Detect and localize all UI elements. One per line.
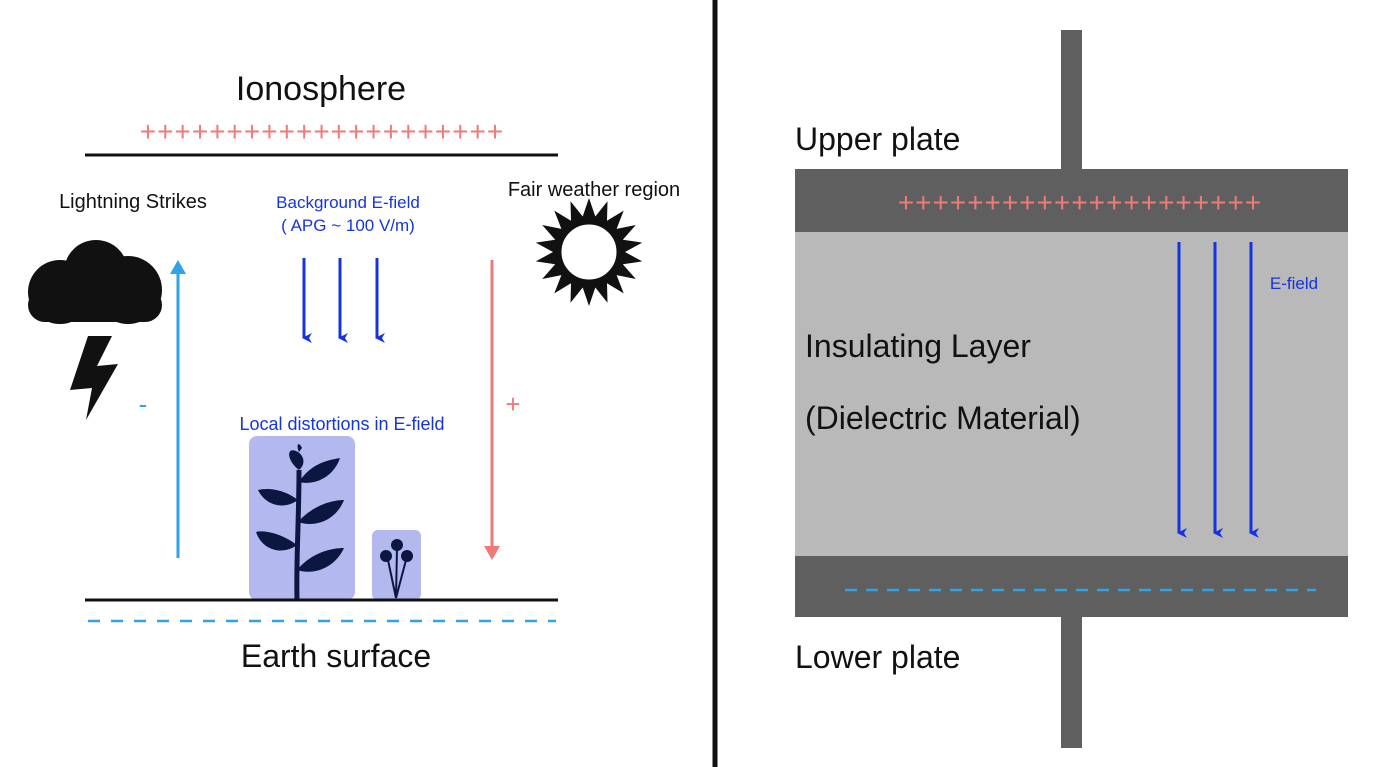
ionosphere-label: Ionosphere — [236, 70, 406, 108]
earth-label: Earth surface — [241, 638, 431, 674]
flower-icon — [380, 539, 413, 599]
lower-plate-label: Lower plate — [795, 639, 960, 675]
background-field-label: Background E-field — [276, 193, 420, 212]
lightning-current-arrow — [170, 260, 186, 558]
upper-plate-label: Upper plate — [795, 121, 960, 157]
lower-plate — [795, 556, 1348, 617]
plant-icon — [256, 444, 344, 601]
apg-label: ( APG ~ 100 V/m) — [281, 216, 415, 235]
negative-sign: - — [139, 389, 148, 419]
upper-plate-charges: +++++++++++++++++++++ — [898, 187, 1262, 218]
capacitor-field-arrows — [1177, 242, 1259, 538]
left-panel: Ionosphere +++++++++++++++++++++ Lightni… — [28, 70, 680, 674]
lower-terminal — [1061, 614, 1082, 748]
fair-weather-label: Fair weather region — [508, 179, 680, 201]
fair-weather-current-arrow — [484, 260, 500, 560]
upper-terminal — [1061, 30, 1082, 172]
sun-icon — [535, 198, 643, 306]
efield-label: E-field — [1270, 274, 1318, 293]
local-distortion-label: Local distortions in E-field — [239, 414, 444, 434]
lightning-bolt-icon — [70, 336, 118, 420]
dielectric-layer — [795, 232, 1348, 556]
dielectric-material-label: (Dielectric Material) — [805, 400, 1081, 436]
positive-sign: + — [505, 389, 520, 419]
ionosphere-charges: +++++++++++++++++++++ — [140, 116, 504, 147]
background-field-arrows — [302, 258, 385, 343]
right-panel: Upper plate +++++++++++++++++++++ E-fiel… — [795, 30, 1348, 748]
insulating-layer-label: Insulating Layer — [805, 328, 1031, 364]
storm-cloud-icon — [28, 240, 162, 324]
upper-plate — [795, 169, 1348, 232]
lightning-label: Lightning Strikes — [59, 191, 207, 213]
